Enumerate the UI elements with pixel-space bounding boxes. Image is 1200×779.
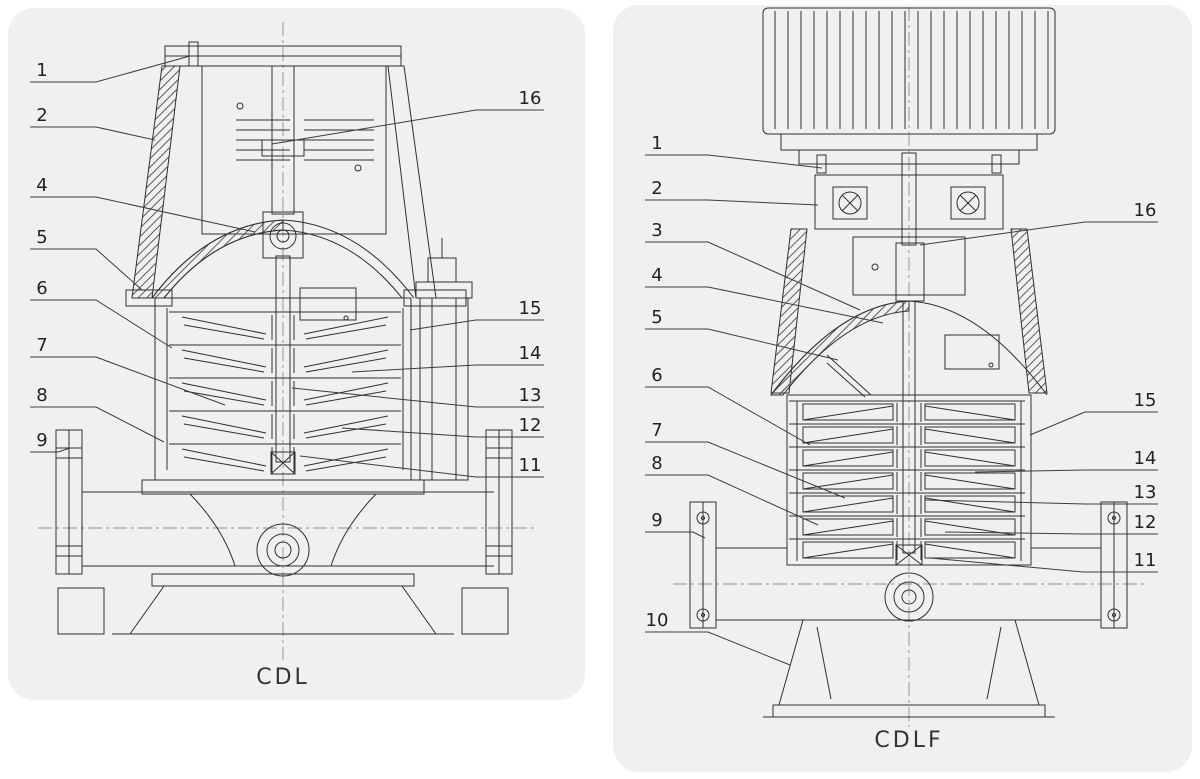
cdl-callout-9: 9 (30, 430, 71, 453)
cdl-callout-13: 13 (291, 385, 544, 408)
cdl-pump-head (125, 211, 467, 321)
cdl-base (55, 429, 513, 635)
cdl-callout-4: 4 (30, 175, 256, 233)
cdlf-callout-9: 9 (645, 510, 706, 539)
cdlf-lantern-head (770, 228, 1048, 398)
cdlf-callout-8: 8 (645, 453, 819, 526)
svg-text:15: 15 (519, 298, 542, 319)
cdlf-callout-1: 1 (645, 133, 823, 169)
cdl-callout-5: 5 (30, 227, 143, 291)
svg-text:10: 10 (646, 610, 669, 631)
cdl-callout-1: 1 (30, 55, 191, 83)
cdl-caption: CDL (256, 665, 310, 690)
svg-text:6: 6 (36, 278, 47, 299)
cdlf-bearing-seat (814, 152, 1004, 246)
cdlf-callout-15: 15 (1029, 390, 1158, 436)
svg-text:9: 9 (651, 510, 662, 531)
svg-text:9: 9 (36, 430, 47, 451)
cdlf-drawing: 1 2 3 4 5 6 7 8 9 10 16 15 (645, 7, 1158, 753)
cdlf-motor (762, 7, 1056, 174)
cdl-callout-16: 16 (271, 88, 544, 145)
svg-text:1: 1 (651, 133, 662, 154)
svg-text:4: 4 (651, 265, 662, 286)
svg-text:1: 1 (36, 60, 47, 81)
svg-text:6: 6 (651, 365, 662, 386)
cdl-callout-2: 2 (30, 105, 156, 141)
svg-text:5: 5 (36, 227, 47, 248)
cdl-callout-6: 6 (30, 278, 173, 349)
cdlf-callout-7: 7 (645, 420, 846, 499)
cdl-callout-14: 14 (351, 343, 544, 373)
svg-text:13: 13 (1134, 482, 1157, 503)
cdlf-pipe-base (689, 501, 1128, 718)
cdl-callout-15: 15 (409, 298, 544, 331)
svg-text:13: 13 (519, 385, 542, 406)
cdl-stage-stack (154, 238, 473, 481)
cdlf-callout-13: 13 (924, 482, 1158, 505)
svg-text:7: 7 (651, 420, 662, 441)
cdlf-callout-12: 12 (944, 512, 1158, 535)
cdl-callout-8: 8 (30, 385, 165, 443)
svg-text:5: 5 (651, 307, 662, 328)
svg-text:4: 4 (36, 175, 47, 196)
cdl-callout-7: 7 (30, 335, 226, 406)
cdlf-callout-3: 3 (645, 220, 861, 311)
svg-text:16: 16 (1134, 200, 1157, 221)
svg-text:11: 11 (519, 455, 542, 476)
svg-text:7: 7 (36, 335, 47, 356)
cdlf-caption: CDLF (874, 728, 943, 753)
svg-text:16: 16 (519, 88, 542, 109)
svg-text:8: 8 (36, 385, 47, 406)
svg-text:11: 11 (1134, 550, 1157, 571)
cdlf-callout-14: 14 (974, 448, 1158, 473)
svg-text:14: 14 (1134, 448, 1157, 469)
cdlf-stage-stack (786, 300, 1032, 566)
figure-panel-cdlf: 1 2 3 4 5 6 7 8 9 10 16 15 (613, 5, 1192, 772)
cdlf-callout-11: 11 (929, 550, 1158, 573)
cdl-centerlines (38, 22, 538, 660)
cdlf-callout-4: 4 (645, 265, 884, 324)
cdlf-callout-16: 16 (919, 200, 1158, 246)
svg-text:3: 3 (651, 220, 662, 241)
svg-text:12: 12 (1134, 512, 1157, 533)
svg-text:14: 14 (519, 343, 542, 364)
cdl-callout-12: 12 (341, 415, 544, 438)
svg-text:12: 12 (519, 415, 542, 436)
cdl-drawing: 1 2 4 5 6 7 8 9 16 15 14 13 (30, 22, 544, 690)
svg-text:15: 15 (1134, 390, 1157, 411)
cdl-callout-11: 11 (299, 455, 544, 478)
cdl-motor-stool (131, 41, 437, 299)
cdlf-callout-2: 2 (645, 178, 819, 206)
svg-text:2: 2 (36, 105, 47, 126)
svg-text:2: 2 (651, 178, 662, 199)
cdlf-callout-10: 10 (645, 610, 791, 666)
cdlf-callout-5: 5 (645, 307, 839, 361)
svg-text:8: 8 (651, 453, 662, 474)
cdlf-callout-6: 6 (645, 365, 811, 446)
figure-panel-cdl: 1 2 4 5 6 7 8 9 16 15 14 13 (8, 8, 585, 700)
